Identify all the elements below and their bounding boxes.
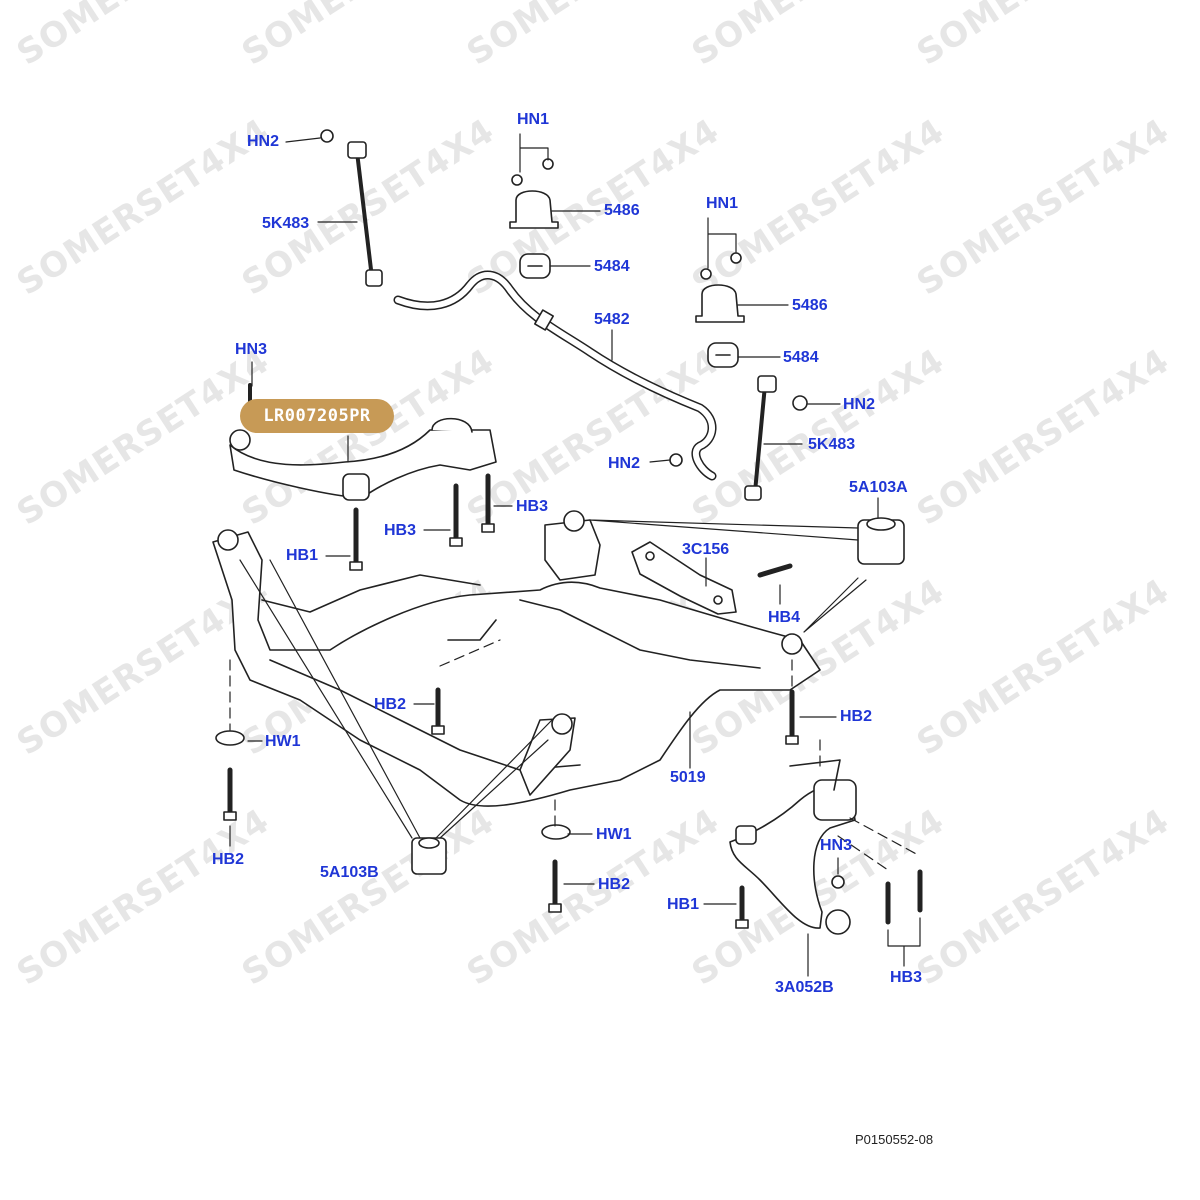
callout-5484[interactable]: 5484 — [594, 258, 630, 275]
drop-link-left[interactable] — [320, 129, 383, 287]
callout-hb3[interactable]: HB3 — [890, 969, 923, 986]
alignment-lines — [229, 639, 921, 871]
callout-hn3[interactable]: HN3 — [235, 341, 268, 358]
leader-lines — [229, 133, 921, 977]
callout-hb2[interactable]: HB2 — [374, 696, 407, 713]
callout-5484[interactable]: 5484 — [783, 349, 819, 366]
callout-hb3[interactable]: HB3 — [384, 522, 417, 539]
callout-hw1[interactable]: HW1 — [596, 826, 632, 843]
callout-hb3[interactable]: HB3 — [516, 498, 549, 515]
callout-hb2[interactable]: HB2 — [840, 708, 873, 725]
anti-roll-bar[interactable] — [393, 270, 717, 481]
callout-hn2[interactable]: HN2 — [843, 396, 876, 413]
bush-right[interactable] — [707, 342, 739, 368]
callout-5482[interactable]: 5482 — [594, 311, 630, 328]
callout-3c156[interactable]: 3C156 — [682, 541, 730, 558]
callout-hn2[interactable]: HN2 — [608, 455, 641, 472]
callout-5k483[interactable]: 5K483 — [808, 436, 856, 453]
lower-arm-right[interactable] — [729, 759, 857, 935]
callout-hb1[interactable]: HB1 — [286, 547, 319, 564]
callout-hb2[interactable]: HB2 — [598, 876, 631, 893]
callout-hb1[interactable]: HB1 — [667, 896, 700, 913]
bush-5a103a[interactable] — [857, 517, 905, 565]
callout-hn1[interactable]: HN1 — [706, 195, 739, 212]
drop-link-right[interactable] — [669, 375, 808, 501]
callout-hn1[interactable]: HN1 — [517, 111, 550, 128]
part-number-badge[interactable]: LR007205PR — [240, 399, 394, 433]
callout-5486[interactable]: 5486 — [604, 202, 640, 219]
callout-hn3[interactable]: HN3 — [820, 837, 853, 854]
drawing-reference: P0150552-08 — [855, 1132, 934, 1147]
callout-3a052b[interactable]: 3A052B — [775, 979, 834, 996]
callout-5a103b[interactable]: 5A103B — [320, 864, 379, 881]
bush-top[interactable] — [519, 253, 551, 279]
bush-5a103b[interactable] — [411, 837, 447, 875]
callout-5019[interactable]: 5019 — [670, 769, 706, 786]
bush-clamp-right[interactable] — [695, 252, 745, 323]
bush-clamp-top[interactable] — [509, 158, 559, 229]
front-subframe[interactable] — [212, 510, 821, 807]
callout-hb2[interactable]: HB2 — [212, 851, 245, 868]
bolts[interactable] — [215, 473, 923, 929]
callout-5k483[interactable]: 5K483 — [262, 215, 310, 232]
callout-hw1[interactable]: HW1 — [265, 733, 301, 750]
callout-5a103a[interactable]: 5A103A — [849, 479, 908, 496]
callout-hn2[interactable]: HN2 — [247, 133, 280, 150]
callout-5486[interactable]: 5486 — [792, 297, 828, 314]
torque-bracket[interactable] — [631, 541, 737, 615]
callout-hb4[interactable]: HB4 — [768, 609, 801, 626]
